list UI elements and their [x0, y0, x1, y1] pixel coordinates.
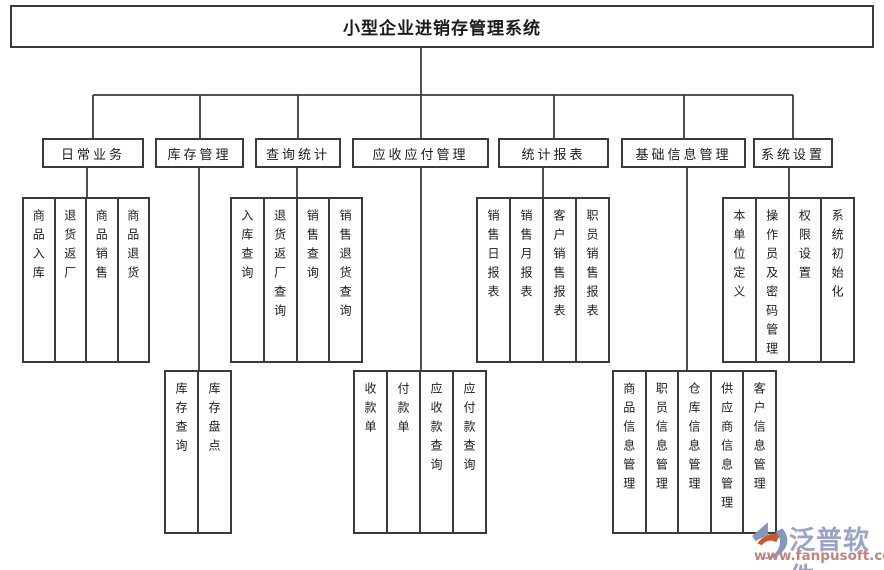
leaf-staff-sales-report: 职员销售报表	[585, 209, 599, 323]
fanpu-logo-icon	[752, 522, 788, 559]
diagram-title: 小型企业进销存管理系统	[10, 5, 874, 48]
leaf-goods-inbound: 商品入库	[24, 199, 56, 361]
leaf-goods-sales: 商品销售	[87, 199, 119, 361]
branch-query-stats: 查询统计	[255, 138, 341, 168]
branch-daily-business: 日常业务	[42, 138, 144, 168]
leaf-staff-info-mgmt: 职员信息管理	[647, 372, 680, 532]
leaf-inbound-query: 入库查询	[232, 199, 265, 361]
leaf-supplier-info-mgmt: 供应商信息管理	[712, 372, 745, 532]
watermark-url-text: www.fanpusoft.com	[754, 548, 884, 564]
branch-base-info-mgmt: 基础信息管理	[621, 138, 746, 168]
inventory-children: 库存查询 库存盘点	[164, 370, 232, 534]
leaf-payment-slip: 付款单	[388, 372, 421, 532]
leaf-sales-daily-report: 销售日报表	[478, 199, 511, 361]
base-info-children: 商品信息管理 职员信息管理 仓库信息管理 供应商信息管理 客户信息管理	[612, 370, 777, 534]
leaf-company-definition: 本单位定义	[724, 199, 757, 361]
branch-statistic-reports: 统计报表	[498, 138, 609, 168]
leaf-receivable-query: 应收款查询	[421, 372, 454, 532]
connector-lines	[86, 48, 794, 370]
leaf-stock-count: 库存盘点	[207, 382, 221, 458]
leaf-sales-query: 销售查询	[298, 199, 331, 361]
logo-swoosh-shape	[757, 533, 781, 546]
query-stats-children: 入库查询 退货返厂查询 销售查询 销售退货查询	[230, 197, 363, 363]
leaf-permission-settings: 权限设置	[790, 199, 823, 361]
branch-system-settings: 系统设置	[753, 138, 833, 168]
leaf-sales-monthly-report: 销售月报表	[511, 199, 544, 361]
receivable-payable-children: 收款单 付款单 应收款查询 应付款查询	[353, 370, 487, 534]
leaf-goods-returns: 商品退货	[125, 209, 140, 285]
leaf-receipt-slip: 收款单	[355, 372, 388, 532]
branch-receivable-payable: 应收应付管理	[352, 138, 489, 168]
logo-sail-shape	[752, 522, 768, 542]
leaf-customer-info-mgmt: 客户信息管理	[752, 382, 767, 496]
logo-crescent-shape	[759, 528, 788, 559]
branch-inventory-mgmt: 库存管理	[155, 138, 244, 168]
watermark-brand-text: 泛普软件	[789, 526, 871, 570]
system-settings-children: 本单位定义 操作员及密码管理 权限设置 系统初始化	[722, 197, 855, 363]
leaf-payable-query: 应付款查询	[462, 382, 476, 477]
leaf-warehouse-info-mgmt: 仓库信息管理	[679, 372, 712, 532]
leaf-goods-info-mgmt: 商品信息管理	[614, 372, 647, 532]
report-children: 销售日报表 销售月报表 客户销售报表 职员销售报表	[476, 197, 610, 363]
leaf-factory-return-query: 退货返厂查询	[265, 199, 298, 361]
leaf-customer-sales-report: 客户销售报表	[544, 199, 577, 361]
leaf-system-initialization: 系统初始化	[830, 209, 845, 304]
leaf-stock-query: 库存查询	[166, 372, 199, 532]
daily-business-children: 商品入库 退货返厂 商品销售 商品退货	[22, 197, 150, 363]
leaf-return-to-factory: 退货返厂	[56, 199, 87, 361]
leaf-sales-return-query: 销售退货查询	[338, 209, 353, 323]
leaf-operator-password-mgmt: 操作员及密码管理	[757, 199, 790, 361]
